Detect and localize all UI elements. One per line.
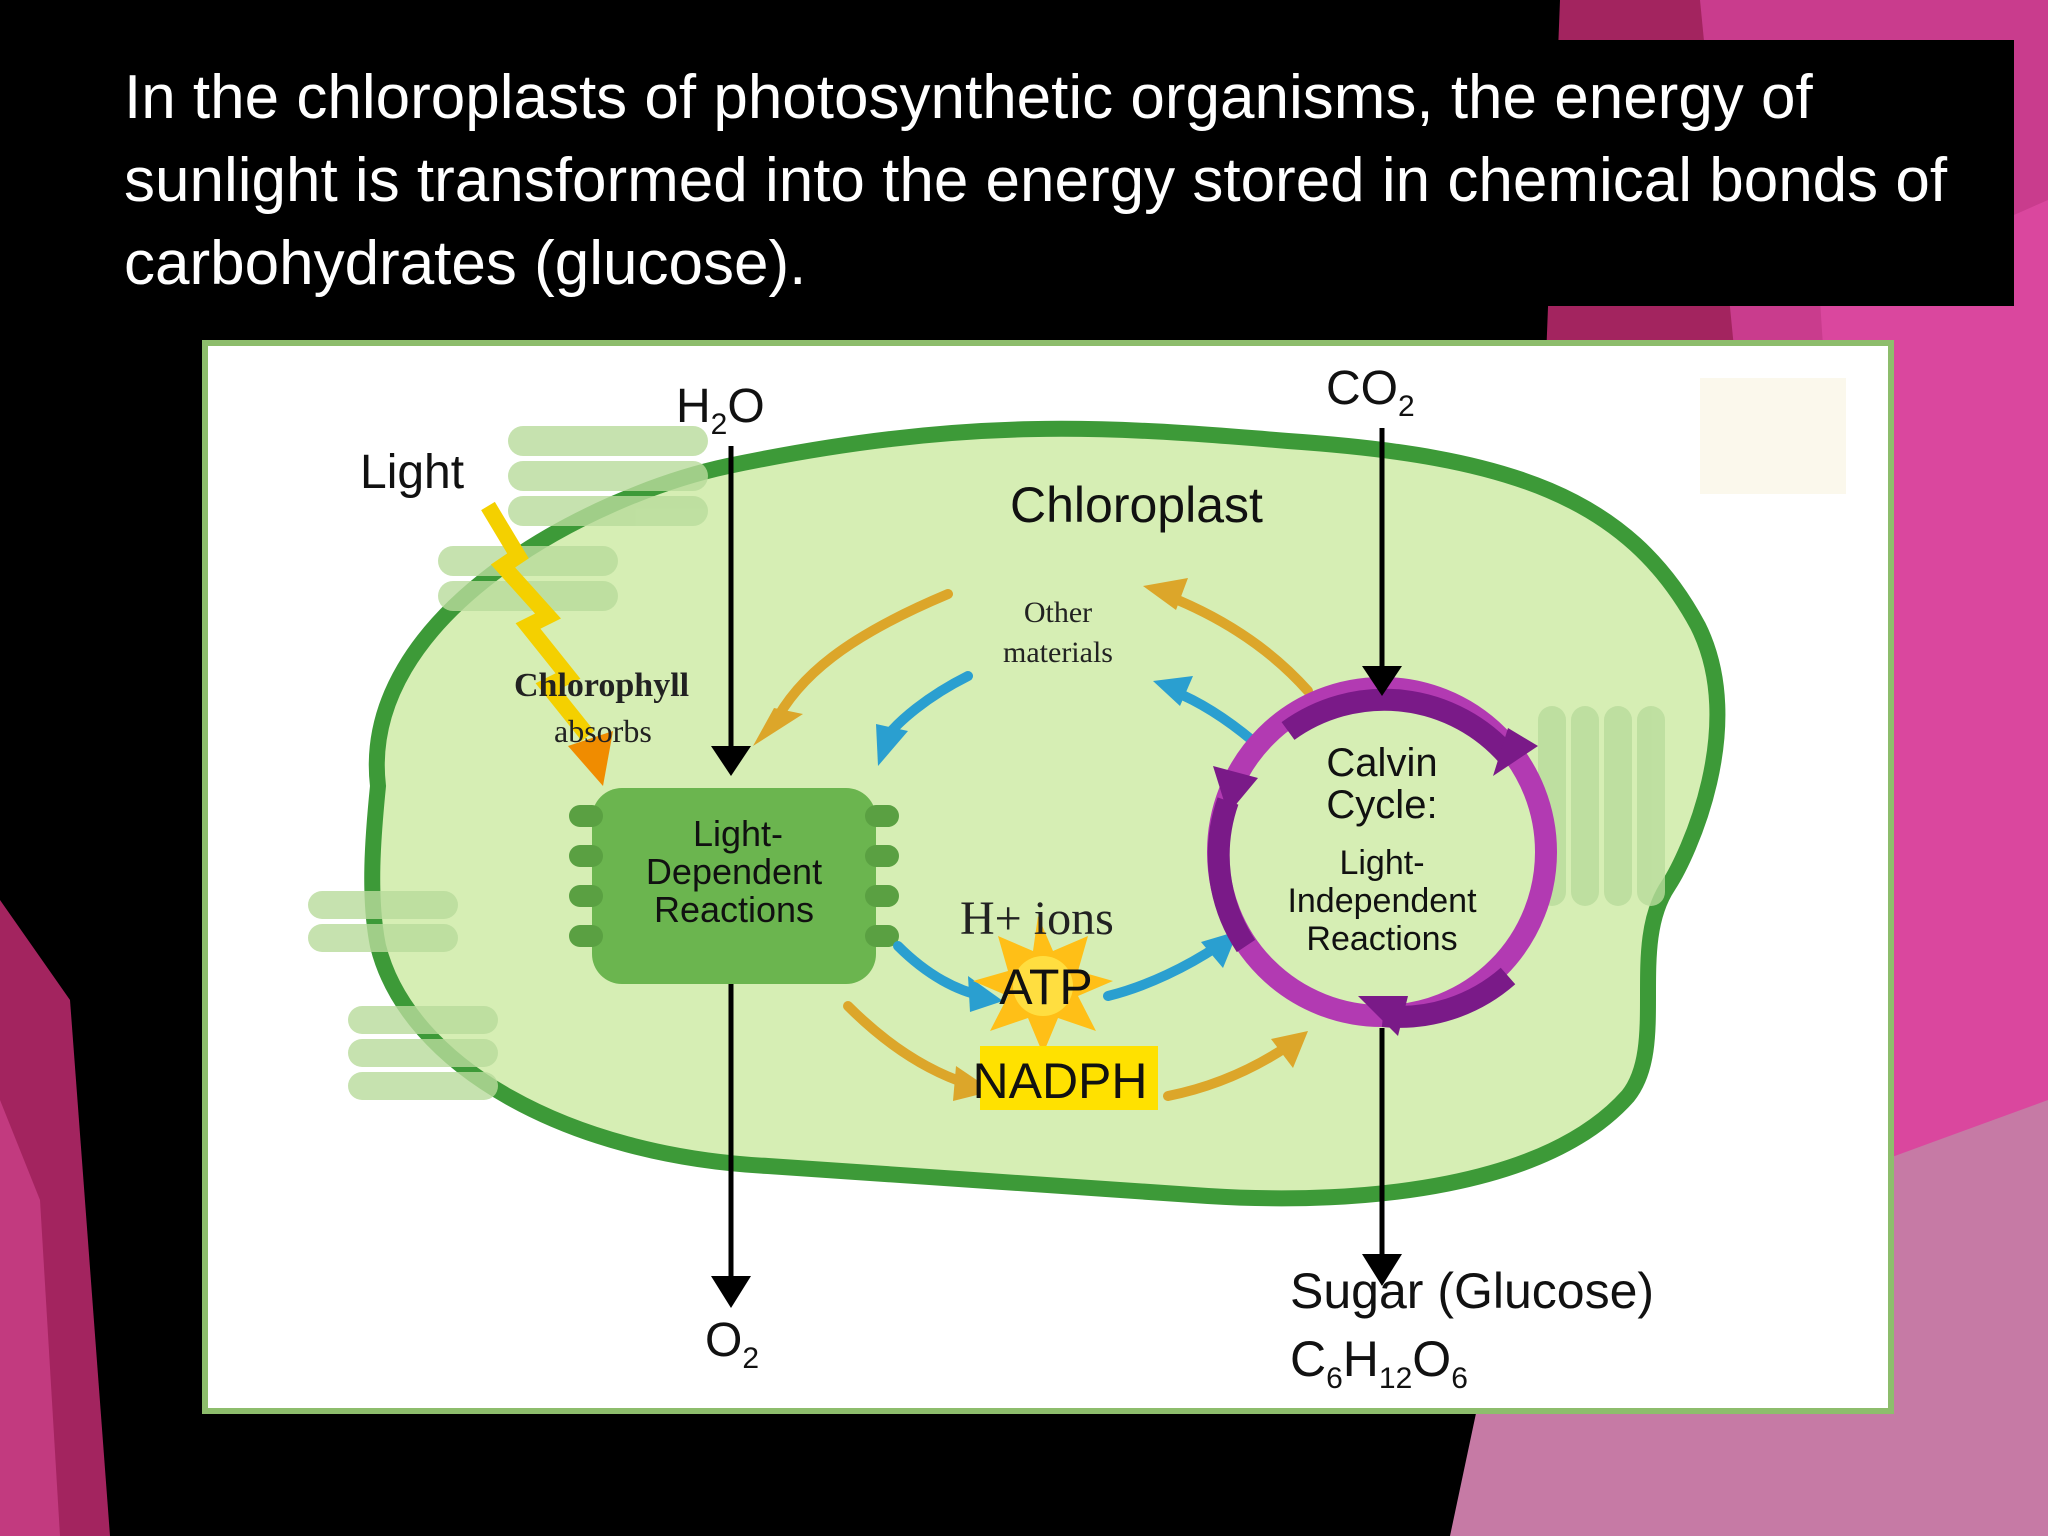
light-independent-line-2: Independent xyxy=(1287,882,1477,920)
photosynthesis-diagram: H2O CO2 Light Chloroplast Other material… xyxy=(208,346,1888,1408)
slide-title: In the chloroplasts of photosynthetic or… xyxy=(124,56,2004,305)
h-ions-label: H+ ions xyxy=(960,892,1114,945)
light-dependent-line-3: Reactions xyxy=(654,889,814,930)
absorbs-label: absorbs xyxy=(554,713,652,749)
light-label: Light xyxy=(360,446,464,499)
o2-arrowhead xyxy=(711,1276,751,1308)
light-dependent-line-1: Light- xyxy=(693,813,783,854)
light-independent-line-3: Reactions xyxy=(1306,920,1457,958)
co2-label: CO2 xyxy=(1326,362,1415,423)
inset-patch xyxy=(1700,378,1846,494)
o2-label: O2 xyxy=(705,1314,759,1375)
sugar-label: Sugar (Glucose) xyxy=(1290,1263,1654,1319)
chlorophyll-label: Chlorophyll xyxy=(514,667,689,704)
nadph-label: NADPH xyxy=(972,1053,1147,1109)
chloroplast-label: Chloroplast xyxy=(1010,477,1263,533)
light-dependent-line-2: Dependent xyxy=(646,851,822,892)
h2o-label: H2O xyxy=(676,380,765,441)
other-materials-line-2: materials xyxy=(1003,636,1113,669)
light-independent-line-1: Light- xyxy=(1339,844,1424,882)
calvin-cycle-line-1: Calvin xyxy=(1326,741,1437,785)
glucose-formula: C6H12O6 xyxy=(1290,1331,1468,1395)
calvin-cycle-line-2: Cycle: xyxy=(1326,783,1437,827)
atp-label: ATP xyxy=(999,959,1093,1015)
other-materials-line-1: Other xyxy=(1024,596,1092,629)
